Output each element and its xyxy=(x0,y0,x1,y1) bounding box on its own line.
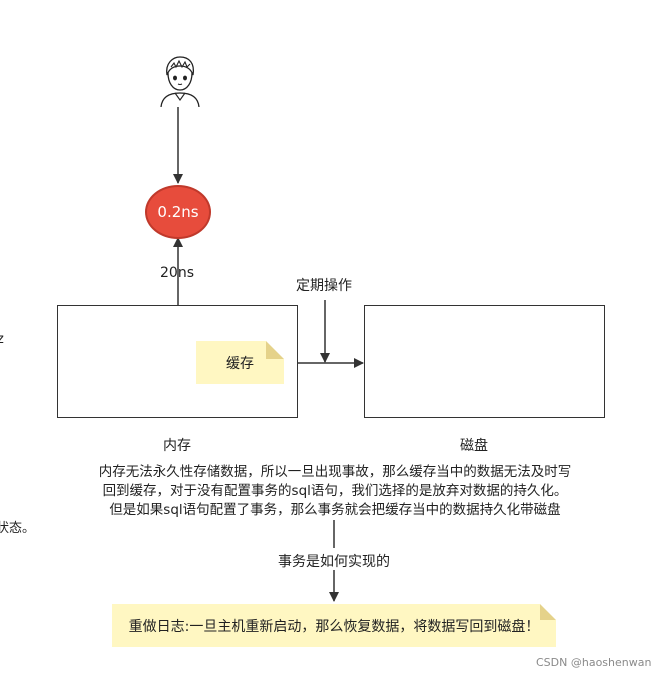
disk-box xyxy=(364,305,605,418)
latency-bubble-label: 0.2ns xyxy=(157,203,199,221)
explanation-line-2: 回到缓存，对于没有配置事务的sql语句，我们选择的是放弃对数据的持久化。 xyxy=(102,483,568,499)
person-icon xyxy=(153,53,207,108)
explanation-line-3: 但是如果sql语句配置了事务，那么事务就会把缓存当中的数据持久化带磁盘 xyxy=(109,502,561,518)
redo-log-note: 重做日志:一旦主机重新启动，那么恢复数据，将数据写回到磁盘！ xyxy=(112,604,556,647)
latency-bubble: 0.2ns xyxy=(145,185,211,239)
how-transaction-label: 事务是如何实现的 xyxy=(278,554,390,570)
left-edge-mark: z xyxy=(0,332,4,347)
disk-label: 磁盘 xyxy=(460,438,488,454)
latency-label: 20ns xyxy=(160,265,194,281)
memory-label: 内存 xyxy=(163,438,191,454)
left-edge-status-text: 状态。 xyxy=(0,521,36,536)
cache-note: 缓存 xyxy=(196,341,284,384)
user-avatar xyxy=(153,53,207,108)
explanation-text: 内存无法永久性存储数据，所以一旦出现事故，那么缓存当中的数据无法及时写 回到缓存… xyxy=(70,463,600,520)
redo-log-note-label: 重做日志:一旦主机重新启动，那么恢复数据，将数据写回到磁盘！ xyxy=(128,618,540,635)
cache-note-label: 缓存 xyxy=(226,355,254,372)
note-fold-corner xyxy=(266,341,284,359)
note-fold-corner xyxy=(540,604,556,620)
periodic-op-label: 定期操作 xyxy=(296,278,352,294)
watermark: CSDN @haoshenwan xyxy=(536,656,652,669)
explanation-line-1: 内存无法永久性存储数据，所以一旦出现事故，那么缓存当中的数据无法及时写 xyxy=(98,464,572,480)
